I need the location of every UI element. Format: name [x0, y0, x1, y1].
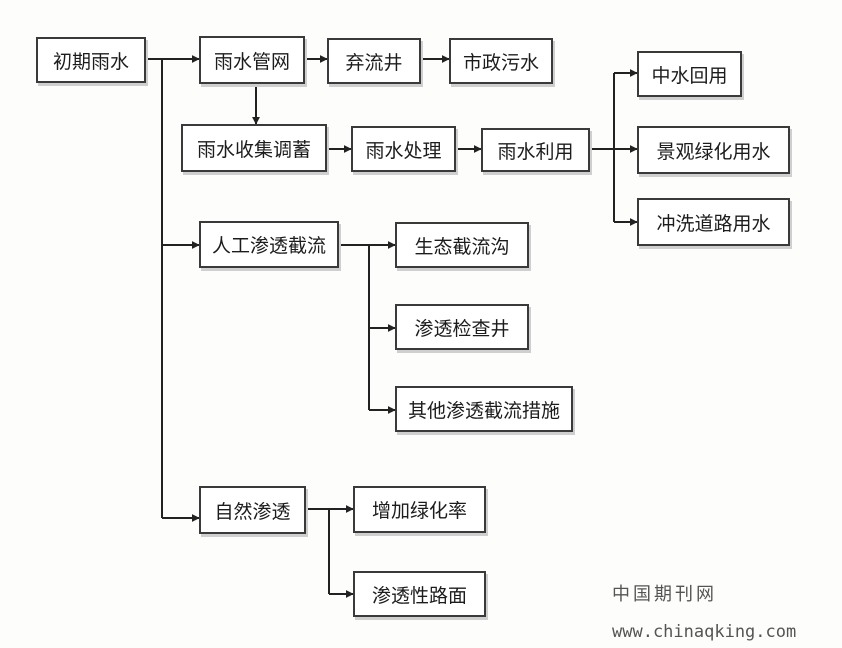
watermark-site-name: 中国期刊网	[612, 584, 717, 605]
watermark-url: www.chinaqking.com	[612, 622, 797, 642]
node-green-rate: 增加绿化率	[353, 486, 486, 533]
node-rain-pipe-network: 雨水管网	[199, 36, 305, 84]
node-rain-utilization: 雨水利用	[481, 128, 590, 172]
node-diversion-well: 弃流井	[327, 38, 421, 84]
node-reclaimed-water: 中水回用	[637, 51, 742, 97]
node-rain-storage: 雨水收集调蓄	[181, 124, 327, 172]
node-permeable-pavement: 渗透性路面	[353, 571, 486, 617]
node-other-measures: 其他渗透截流措施	[395, 386, 573, 432]
node-artificial-infiltration: 人工渗透截流	[199, 221, 339, 268]
node-natural-infiltration: 自然渗透	[199, 486, 306, 534]
node-rain-treatment: 雨水处理	[351, 126, 456, 172]
node-ecological-ditch: 生态截流沟	[395, 222, 529, 268]
node-road-washing-water: 冲洗道路用水	[637, 198, 790, 246]
node-infiltration-well: 渗透检查井	[395, 304, 529, 350]
node-initial-rainwater: 初期雨水	[36, 37, 146, 83]
node-municipal-sewage: 市政污水	[449, 38, 553, 84]
node-landscape-water: 景观绿化用水	[637, 126, 790, 174]
